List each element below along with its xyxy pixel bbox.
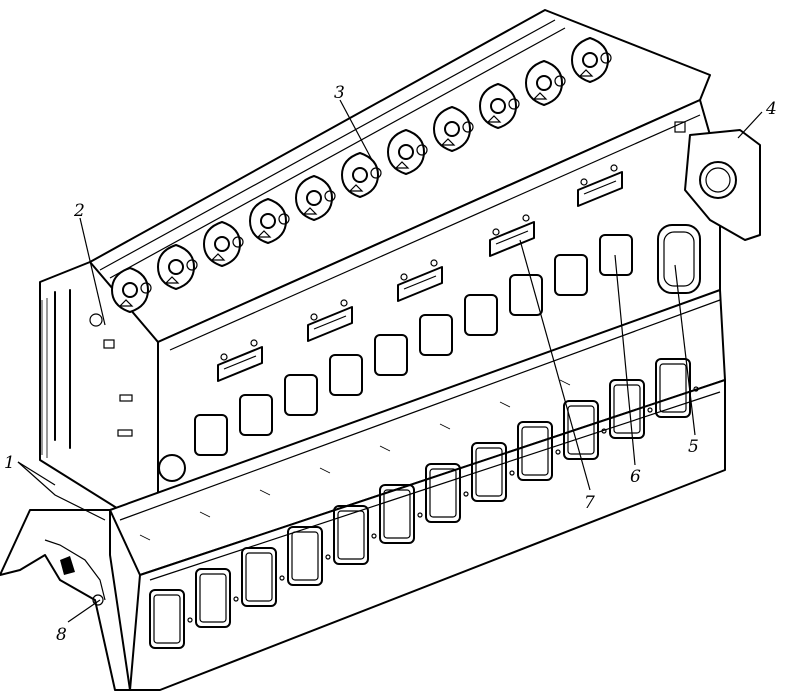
skirt-panel (425, 463, 469, 523)
skirt-panel (241, 547, 285, 607)
skirt-panel (195, 568, 239, 628)
window (509, 274, 543, 316)
callout-2: 2 (73, 201, 85, 221)
window (599, 234, 633, 276)
saddle (157, 244, 198, 290)
saddle (433, 106, 474, 152)
saddle (203, 221, 244, 267)
end-large-window (657, 224, 701, 294)
window (284, 374, 318, 416)
callout-7: 7 (584, 493, 595, 513)
saddle (111, 267, 152, 313)
inspection-hatch (489, 214, 535, 257)
inspection-hatch (307, 299, 353, 342)
callout-1: 1 (4, 453, 15, 473)
skirt-panel (471, 442, 515, 502)
side-port (158, 454, 186, 482)
callout-leaders (17, 99, 763, 623)
callout-5: 5 (688, 437, 699, 457)
inspection-hatch (397, 259, 443, 302)
skirt-panel (333, 505, 377, 565)
saddle (571, 37, 612, 83)
window (194, 414, 228, 456)
inspection-hatch (217, 339, 263, 382)
skirt-panel (379, 484, 423, 544)
saddle (479, 83, 520, 129)
skirt-panel (149, 589, 193, 649)
callout-8: 8 (56, 625, 67, 645)
callout-3: 3 (334, 83, 345, 103)
saddle (341, 152, 382, 198)
callout-4: 4 (765, 99, 777, 119)
skirt-panels (149, 358, 699, 649)
upper-inspection-hatches (217, 164, 623, 382)
cam-bearing-saddles (111, 37, 612, 313)
skirt-panel (517, 421, 561, 481)
saddle (387, 129, 428, 175)
window (374, 334, 408, 376)
saddle (525, 60, 566, 106)
end-mounting-lug (674, 121, 761, 241)
crankcase-windows (194, 234, 633, 456)
saddle (295, 175, 336, 221)
skirt-panel (287, 526, 331, 586)
window (329, 354, 363, 396)
support-foot (0, 509, 131, 691)
saddle (249, 198, 290, 244)
inspection-hatch (577, 164, 623, 207)
window (419, 314, 453, 356)
window (464, 294, 498, 336)
window (239, 394, 273, 436)
window (554, 254, 588, 296)
callout-6: 6 (630, 467, 641, 487)
